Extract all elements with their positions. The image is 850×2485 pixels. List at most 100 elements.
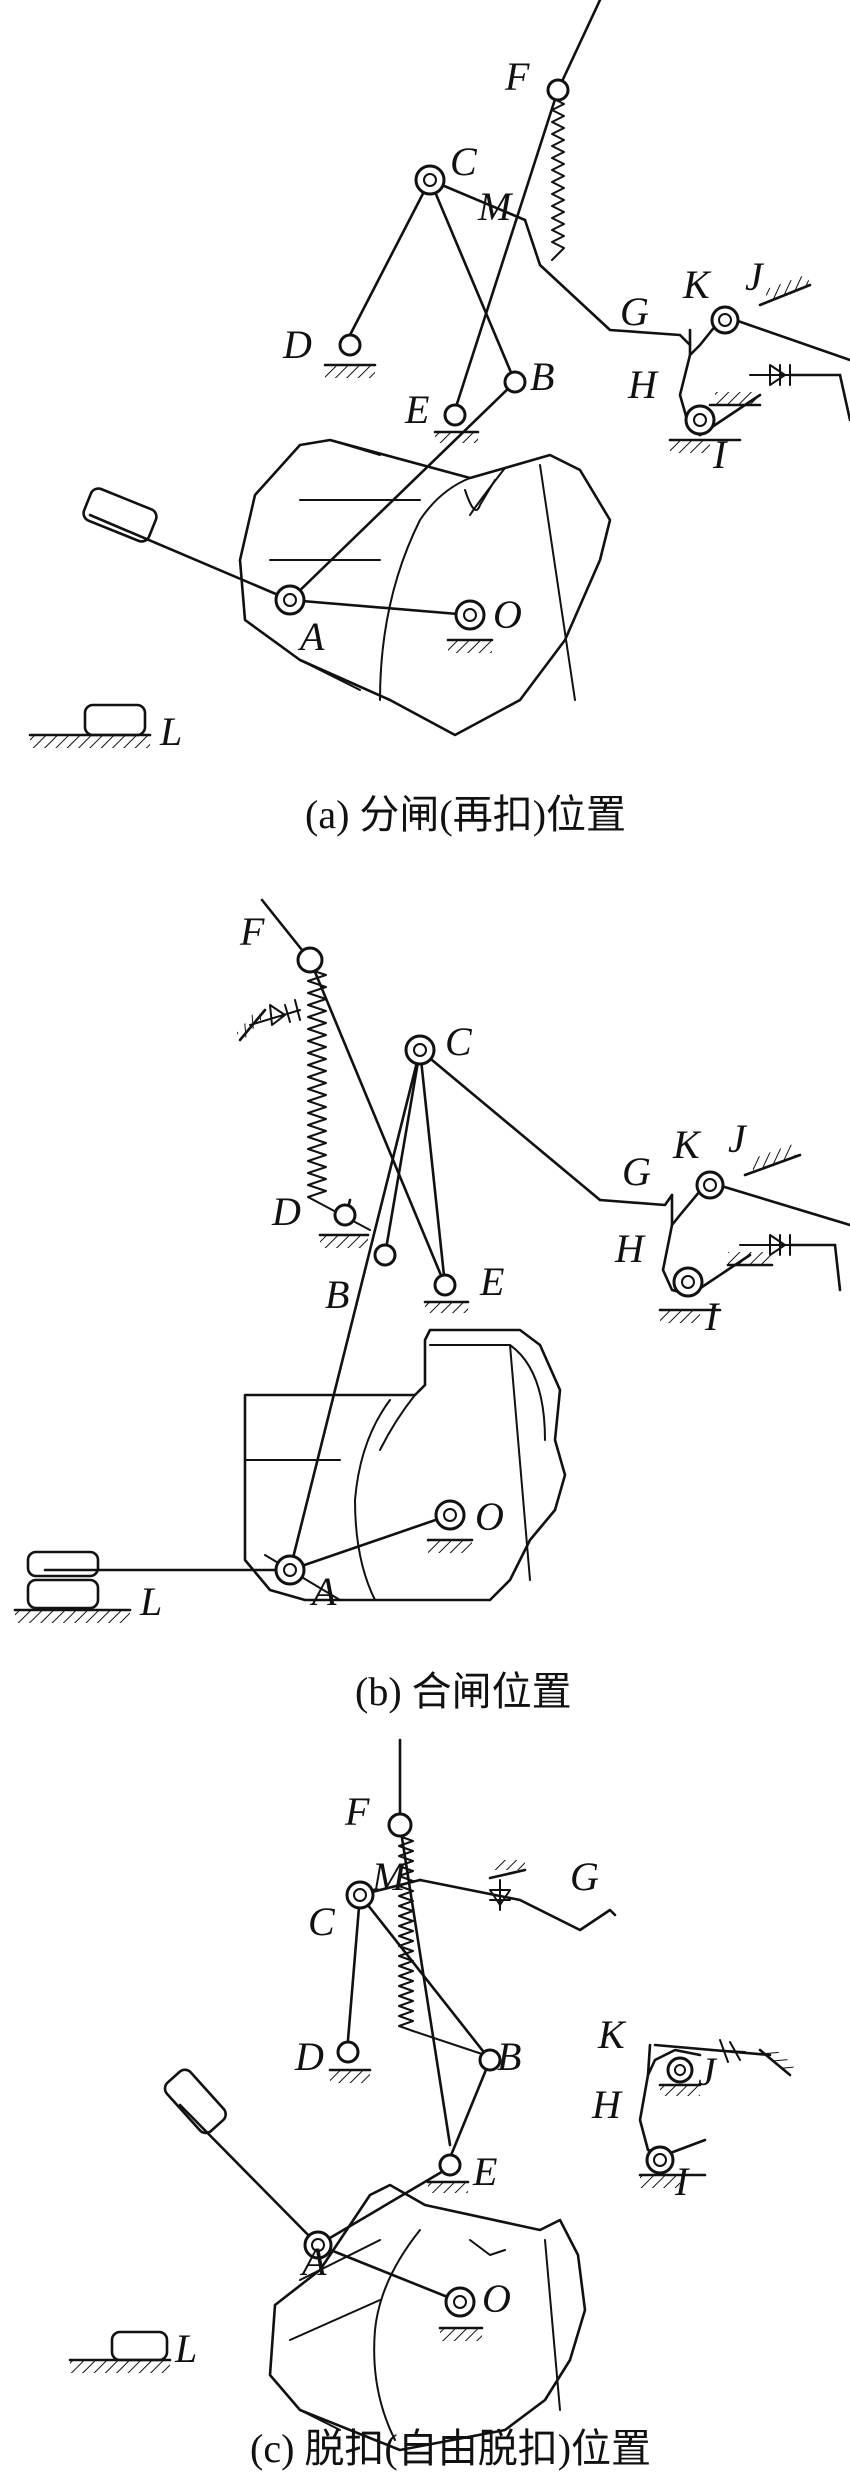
label-C-c: C <box>308 1899 336 1944</box>
ground-I-a <box>668 392 762 453</box>
ground-G-c <box>488 1860 527 1880</box>
joint-F-a <box>546 78 570 102</box>
panel-b-closed-position: F C D B E G K J H I A O L (b) 合闸位置 <box>13 898 850 1714</box>
stop-L-b <box>13 1550 132 1623</box>
joint-E-b <box>433 1273 457 1297</box>
label-L-a: L <box>159 709 182 754</box>
trip-lever-c <box>418 1878 617 1932</box>
caption-a: (a) 分闸(再扣)位置 <box>305 792 626 837</box>
label-B-c: B <box>497 2034 521 2079</box>
label-E-b: E <box>479 1259 504 1304</box>
label-F-c: F <box>344 1789 370 1834</box>
label-J-c: J <box>698 2049 718 2094</box>
cam-inner-c <box>289 2229 561 2441</box>
ground-J-c <box>758 2046 795 2077</box>
label-G-a: G <box>620 289 649 334</box>
ground-Jpivot-c <box>658 2083 702 2096</box>
latch-arm-J-a <box>733 318 850 362</box>
ground-O-a <box>446 638 494 653</box>
spring-latch-c <box>709 2039 746 2063</box>
link-AO-a <box>288 598 472 617</box>
joint-F-b <box>296 946 324 974</box>
lever-arm-c <box>178 2103 320 2247</box>
joint-B-b <box>373 1243 397 1267</box>
lever-arm-a <box>88 513 292 602</box>
joint-D-a <box>338 333 362 357</box>
caption-b: (b) 合闸位置 <box>355 1669 572 1714</box>
ground-O-b <box>426 1538 474 1553</box>
latch-post-a <box>838 373 850 422</box>
link-CD-c <box>346 1893 362 2042</box>
caption-c: (c) 脱扣(自由脱扣)位置 <box>250 2426 651 2471</box>
panel-a-open-position: F C M D E B G K J H I A O L (a) 分闸(再扣)位置 <box>28 0 850 837</box>
link-FE-a <box>453 88 560 412</box>
joint-B-a <box>503 370 527 394</box>
label-K-c: K <box>597 2012 627 2057</box>
spring-F-stop-b <box>249 999 301 1026</box>
link-CM-a <box>428 178 527 222</box>
ground-D-c <box>328 2068 372 2083</box>
spring-latch-b <box>739 1234 791 1256</box>
panel-c-trip-position: F M C G D B E K J H I A O L (c) 脱扣(自由脱扣)… <box>68 1738 795 2471</box>
ground-D-b <box>318 1233 370 1248</box>
link-EB-c <box>443 2058 492 2172</box>
label-C-b: C <box>445 1019 473 1064</box>
link-AB-a <box>288 380 517 602</box>
label-I-b: I <box>704 1294 720 1339</box>
label-E-a: E <box>404 387 429 432</box>
cam-body-c <box>268 2183 587 2452</box>
label-M-c: M <box>371 1854 408 1899</box>
joint-E-a <box>443 403 467 427</box>
label-F-a: F <box>504 54 530 99</box>
label-A-b: A <box>309 1569 337 1614</box>
joint-B-c <box>478 2048 502 2072</box>
cam-inner-a <box>269 439 576 701</box>
link-CB-b <box>383 1048 422 1257</box>
link-CG-b <box>418 1048 602 1202</box>
trip-lever-a <box>523 218 692 347</box>
label-E-c: E <box>472 2149 497 2194</box>
cam-inner-b <box>244 1344 546 1601</box>
label-H-b: H <box>614 1226 646 1271</box>
label-I-a: I <box>712 432 728 477</box>
cam-body-a <box>238 438 612 737</box>
rod-F-top-a <box>556 0 602 92</box>
link-AO-c <box>316 2243 462 2304</box>
link-CE-b <box>418 1048 447 1287</box>
ground-Fspring-b <box>236 1008 267 1042</box>
joint-F-c <box>387 1812 413 1838</box>
spring-FB-b <box>307 964 371 1231</box>
lever-pad-a <box>82 487 158 543</box>
ground-I-c <box>638 2173 707 2188</box>
label-C-a: C <box>450 139 478 184</box>
label-H-a: H <box>627 362 659 407</box>
spring-G-c <box>489 1879 511 1911</box>
label-L-b: L <box>139 1579 162 1624</box>
joint-E-c <box>438 2153 462 2177</box>
latch-K-c <box>646 2043 702 2077</box>
spring-FB-c <box>398 1829 486 2056</box>
ground-J-b <box>743 1144 802 1177</box>
ground-I-b <box>658 1252 774 1323</box>
label-G-c: G <box>570 1854 599 1899</box>
ground-E-b <box>423 1300 470 1313</box>
label-B-b: B <box>325 1272 349 1317</box>
stop-L-c <box>68 2330 172 2373</box>
label-M-a: M <box>477 184 514 229</box>
ground-D-a <box>323 363 377 378</box>
label-H-c: H <box>591 2082 623 2127</box>
label-F-b: F <box>239 909 265 954</box>
ground-J-a <box>758 274 812 307</box>
label-D-a: D <box>282 322 312 367</box>
label-O-b: O <box>475 1494 504 1539</box>
label-D-c: D <box>294 2034 324 2079</box>
label-O-a: O <box>493 592 522 637</box>
label-B-a: B <box>530 354 554 399</box>
spring-FM-a <box>551 91 565 261</box>
link-CB-a <box>428 178 517 384</box>
joint-D-b <box>333 1203 357 1227</box>
ground-E-c <box>426 2180 470 2193</box>
link-FE-b <box>308 958 447 1287</box>
label-O-c: O <box>482 2276 511 2321</box>
